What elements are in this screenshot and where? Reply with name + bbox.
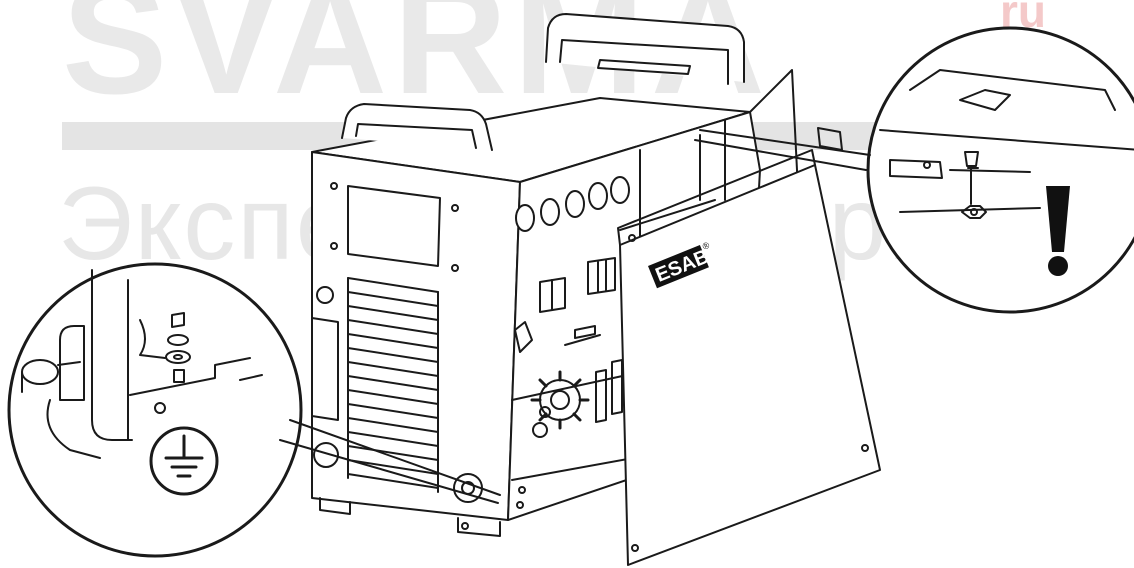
cover-fixing-callout: [694, 26, 1134, 314]
front-vent-louvers: [347, 277, 439, 493]
front-handle: [341, 103, 493, 151]
earth-callout: [7, 262, 501, 558]
rear-handle: [545, 13, 745, 85]
internal-components: [511, 119, 726, 509]
protective-earth-symbol: [149, 426, 219, 496]
esab-logo-registered-mark: ®: [701, 240, 711, 252]
exclamation-warning-symbol: [1046, 186, 1070, 276]
